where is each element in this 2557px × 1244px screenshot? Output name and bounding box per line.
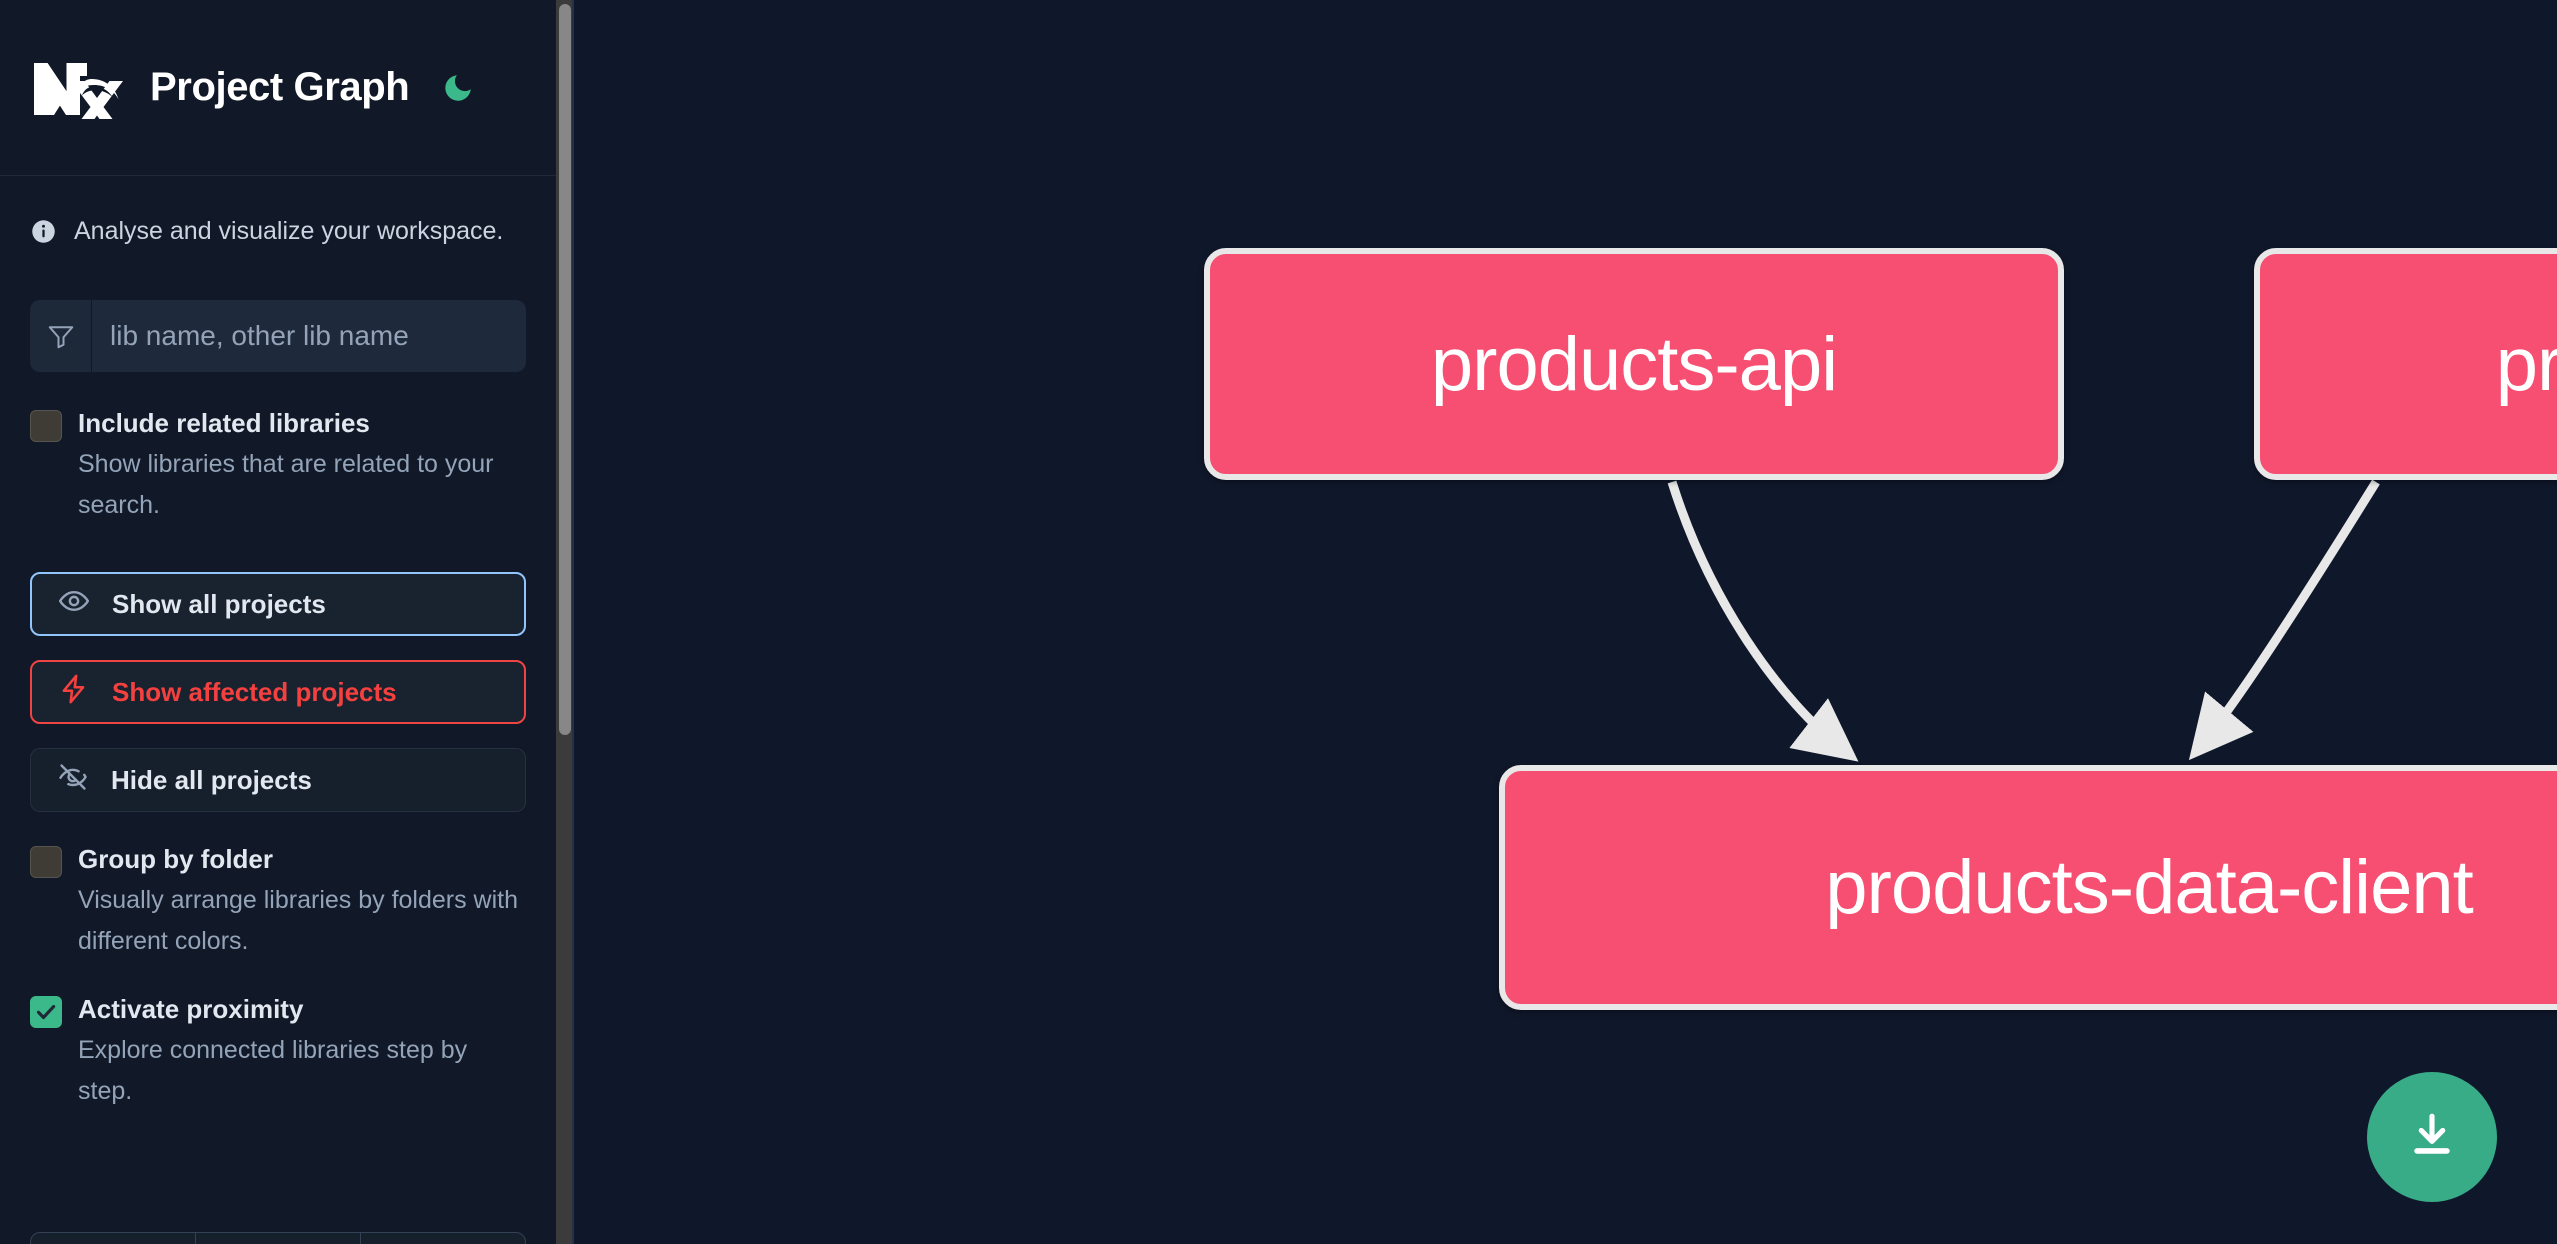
show-all-projects-label: Show all projects bbox=[112, 589, 326, 619]
show-all-projects-button[interactable]: Show all projects bbox=[30, 572, 526, 636]
checkbox-row-group-by-folder[interactable]: Group by folder Visually arrange librari… bbox=[30, 842, 526, 962]
sidebar-scrollbar-thumb[interactable] bbox=[559, 4, 571, 735]
filter-icon bbox=[30, 300, 92, 372]
download-graph-button[interactable] bbox=[2367, 1072, 2497, 1202]
sidebar-body: Analyse and visualize your workspace. bbox=[0, 176, 556, 1112]
graph-canvas[interactable]: products-api products-cli products-data-… bbox=[574, 0, 2557, 1244]
search-input[interactable] bbox=[92, 300, 526, 372]
checkbox-activate-proximity[interactable] bbox=[30, 996, 62, 1028]
bottom-segmented-control[interactable] bbox=[30, 1232, 526, 1244]
sidebar-edge-divider bbox=[572, 0, 574, 1244]
graph-edges bbox=[1667, 479, 2380, 762]
show-affected-projects-button[interactable]: Show affected projects bbox=[30, 660, 526, 724]
graph-node-products-cli[interactable]: products-cli bbox=[2254, 248, 2557, 480]
eye-icon bbox=[58, 585, 90, 624]
sidebar-scroll-content: Project Graph bbox=[0, 0, 556, 1244]
graph-node-products-api[interactable]: products-api bbox=[1204, 248, 2064, 480]
edge-products-cli-to-products-data-client bbox=[2188, 479, 2380, 761]
checkbox-label: Activate proximity bbox=[78, 994, 304, 1024]
checkbox-label: Include related libraries bbox=[78, 408, 370, 438]
segment-option-2[interactable] bbox=[196, 1233, 361, 1244]
moon-icon[interactable] bbox=[437, 67, 479, 109]
checkbox-label: Group by folder bbox=[78, 844, 273, 874]
sidebar-header: Project Graph bbox=[0, 0, 556, 176]
hide-all-projects-button[interactable]: Hide all projects bbox=[30, 748, 526, 812]
checkbox-include-related-libraries[interactable] bbox=[30, 410, 62, 442]
sidebar-scrollbar-track[interactable] bbox=[556, 0, 574, 1244]
graph-node-label: products-data-client bbox=[1825, 845, 2473, 930]
page-title: Project Graph bbox=[150, 65, 410, 109]
graph-node-label: products-api bbox=[1430, 321, 1838, 407]
segment-option-3[interactable] bbox=[361, 1233, 525, 1244]
analyse-info-text: Analyse and visualize your workspace. bbox=[74, 216, 504, 245]
edge-products-api-to-products-data-client bbox=[1667, 480, 1859, 762]
eye-off-icon bbox=[57, 761, 89, 800]
project-visibility-buttons: Show all projects Show affected projects bbox=[30, 572, 526, 812]
download-icon bbox=[2404, 1108, 2460, 1167]
sidebar: Project Graph bbox=[0, 0, 574, 1244]
analyse-info-row: Analyse and visualize your workspace. bbox=[30, 176, 526, 258]
nx-logo-icon bbox=[30, 57, 124, 133]
segment-option-1[interactable] bbox=[31, 1233, 196, 1244]
graph-node-products-data-client[interactable]: products-data-client bbox=[1499, 765, 2557, 1010]
checkbox-row-activate-proximity[interactable]: Activate proximity Explore connected lib… bbox=[30, 992, 526, 1112]
checkbox-description: Explore connected libraries step by step… bbox=[78, 1036, 468, 1105]
lightning-icon bbox=[58, 673, 90, 712]
hide-all-projects-label: Hide all projects bbox=[111, 765, 312, 795]
search-field-wrapper bbox=[30, 300, 526, 372]
checkbox-row-include-related-libraries[interactable]: Include related libraries Show libraries… bbox=[30, 406, 526, 526]
info-icon bbox=[30, 218, 57, 245]
checkbox-description: Show libraries that are related to your … bbox=[78, 450, 494, 519]
graph-node-label: products-cli bbox=[2495, 321, 2557, 407]
show-affected-projects-label: Show affected projects bbox=[112, 677, 397, 707]
checkbox-group-by-folder[interactable] bbox=[30, 846, 62, 878]
checkbox-description: Visually arrange libraries by folders wi… bbox=[78, 886, 519, 955]
